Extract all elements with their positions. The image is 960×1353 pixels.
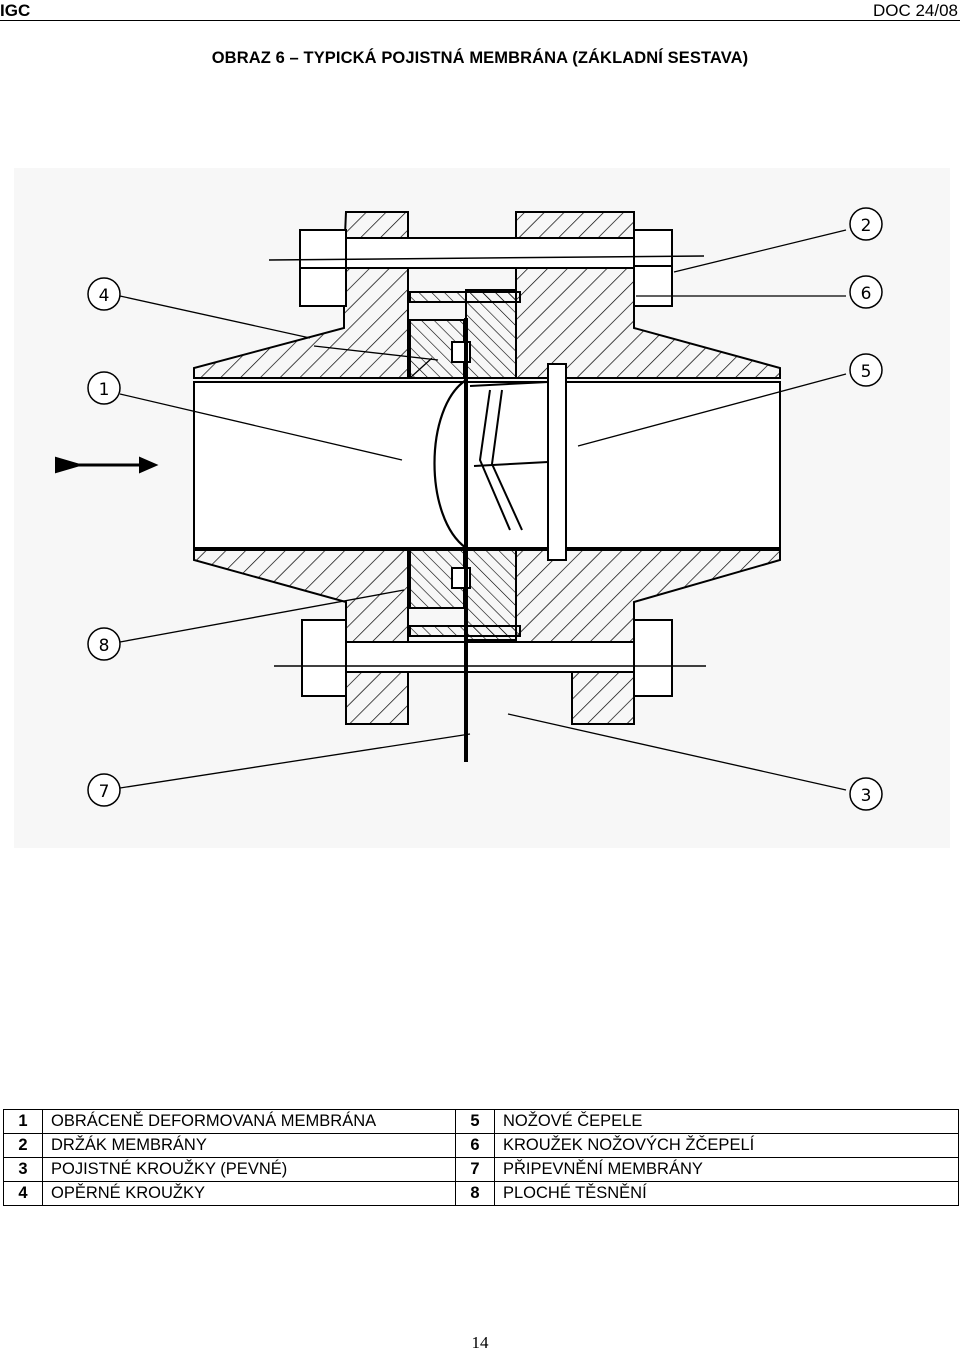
legend-table: 1 OBRÁCENĚ DEFORMOVANÁ MEMBRÁNA 5 NOŽOVÉ… (3, 1109, 959, 1206)
legend-row: 2 DRŽÁK MEMBRÁNY 6 KROUŽEK NOŽOVÝCH ŽČEP… (3, 1133, 959, 1158)
legend-label: POJISTNÉ KROUŽKY (PEVNÉ) (42, 1157, 456, 1182)
page-number: 14 (471, 1333, 489, 1352)
bolt-bottom (274, 619, 706, 697)
callout-8: 8 (87, 627, 121, 661)
flow-arrow (55, 456, 159, 474)
legend-label: OBRÁCENĚ DEFORMOVANÁ MEMBRÁNA (42, 1109, 456, 1134)
legend-number: 2 (3, 1133, 43, 1158)
callout-5: 5 (849, 353, 883, 387)
svg-text:8: 8 (99, 636, 110, 656)
callout-1: 1 (87, 371, 121, 405)
legend-number: 3 (3, 1157, 43, 1182)
legend-number: 5 (455, 1109, 495, 1134)
svg-text:5: 5 (861, 362, 872, 382)
legend-number: 1 (3, 1109, 43, 1134)
legend-row: 1 OBRÁCENĚ DEFORMOVANÁ MEMBRÁNA 5 NOŽOVÉ… (3, 1109, 959, 1134)
bolt-top (268, 229, 705, 307)
svg-text:2: 2 (861, 216, 872, 236)
header-doc-id: DOC 24/08 (872, 1, 958, 20)
knife-blades (469, 363, 567, 561)
svg-text:4: 4 (99, 286, 110, 306)
legend-label: PŘIPEVNĚNÍ MEMBRÁNY (494, 1157, 959, 1182)
legend-label: KROUŽEK NOŽOVÝCH ŽČEPELÍ (494, 1133, 959, 1158)
callout-3: 3 (849, 777, 883, 811)
legend-label: DRŽÁK MEMBRÁNY (42, 1133, 456, 1158)
legend-label: OPĚRNÉ KROUŽKY (42, 1181, 456, 1206)
legend-number: 4 (3, 1181, 43, 1206)
leader-lines (119, 229, 847, 791)
callout-7: 7 (87, 773, 121, 807)
callout-6: 6 (849, 275, 883, 309)
legend-number: 6 (455, 1133, 495, 1158)
legend-number: 7 (455, 1157, 495, 1182)
legend-row: 4 OPĚRNÉ KROUŽKY 8 PLOCHÉ TĚSNĚNÍ (3, 1181, 959, 1206)
header-org: IGC (0, 1, 31, 20)
callout-2: 2 (849, 207, 883, 241)
page-header: IGC DOC 24/08 (0, 0, 960, 21)
legend-row: 3 POJISTNÉ KROUŽKY (PEVNÉ) 7 PŘIPEVNĚNÍ … (3, 1157, 959, 1182)
svg-text:6: 6 (861, 284, 872, 304)
legend-number: 8 (455, 1181, 495, 1206)
legend-label: NOŽOVÉ ČEPELE (494, 1109, 959, 1134)
callout-4: 4 (87, 277, 121, 311)
svg-text:7: 7 (99, 782, 110, 802)
membrane (433, 379, 467, 549)
figure-title: OBRAZ 6 – TYPICKÁ POJISTNÁ MEMBRÁNA (ZÁK… (211, 49, 749, 67)
svg-text:1: 1 (99, 380, 110, 400)
legend-label: PLOCHÉ TĚSNĚNÍ (494, 1181, 959, 1206)
svg-text:3: 3 (861, 786, 872, 806)
rupture-disc-drawing: 1 2 3 4 5 6 7 8 (14, 168, 950, 848)
header-rule (0, 20, 960, 21)
